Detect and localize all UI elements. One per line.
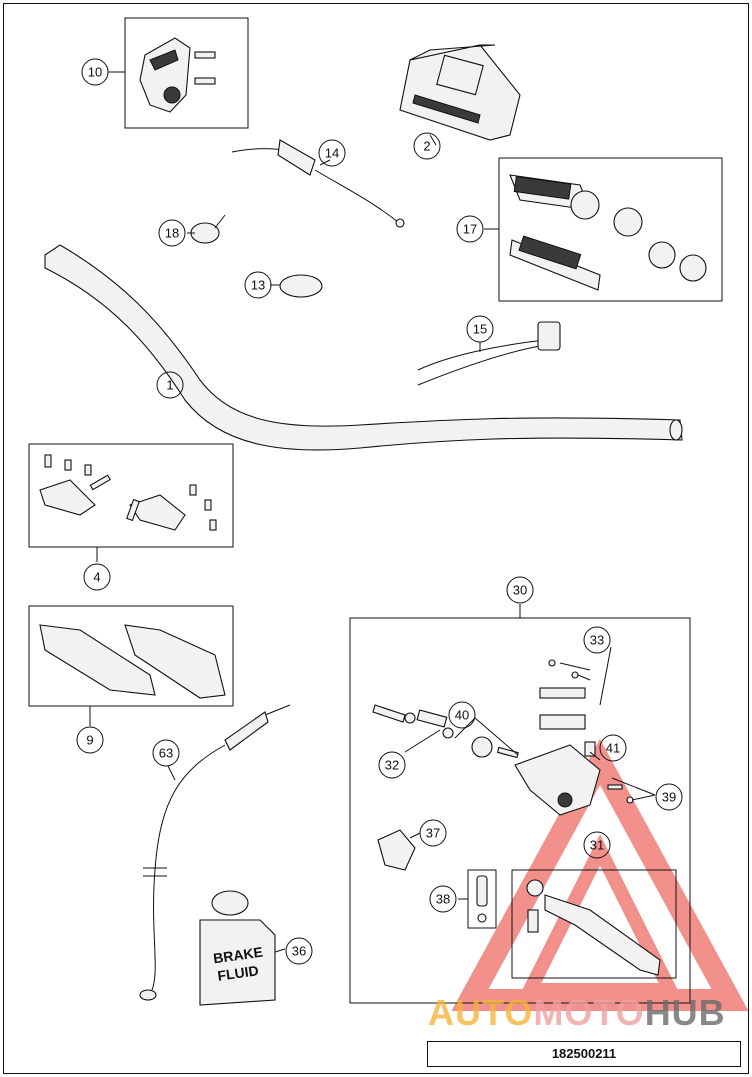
master-cylinder-group-part: [372, 659, 634, 816]
callout-31-number: 31: [590, 838, 604, 853]
watermark-word-moto: MOTO: [533, 992, 644, 1033]
pin-part: [476, 875, 488, 923]
callout-38: 38: [429, 885, 457, 913]
cable-tie-part: [190, 214, 226, 244]
callout-14-number: 14: [325, 146, 339, 161]
callout-14: 14: [318, 139, 346, 167]
callout-32: 32: [378, 751, 406, 779]
callout-30: 30: [506, 576, 534, 604]
clamp-set-part: [39, 454, 217, 531]
callout-4: 4: [83, 563, 111, 591]
callout-1: 1: [156, 371, 184, 399]
callout-17: 17: [456, 215, 484, 243]
callout-40-number: 40: [455, 708, 469, 723]
callout-15: 15: [466, 315, 494, 343]
callout-40: 40: [448, 701, 476, 729]
handguard-pair-part: [39, 624, 226, 699]
callout-10-number: 10: [88, 65, 102, 80]
callout-2-number: 2: [423, 139, 430, 154]
callout-30-number: 30: [513, 583, 527, 598]
watermark-logo: [451, 739, 749, 1011]
group-box-31: [511, 869, 677, 979]
callout-13-number: 13: [251, 278, 265, 293]
group-box-4: [28, 443, 234, 548]
callout-33: 33: [583, 626, 611, 654]
callout-10: 10: [81, 58, 109, 86]
callout-1-number: 1: [166, 378, 173, 393]
throttle-cable-part: [231, 139, 405, 228]
bottle-label-fluid: FLUID: [216, 962, 259, 984]
kill-switch-part: [417, 321, 561, 386]
callout-4-number: 4: [93, 570, 100, 585]
callout-32-number: 32: [385, 758, 399, 773]
brake-line-part: [139, 704, 291, 1001]
callout-41-number: 41: [606, 741, 620, 756]
callout-63-number: 63: [159, 746, 173, 761]
watermark-wordmark: AUTOMOTOHUB: [428, 992, 726, 1033]
watermark-word-hub: HUB: [645, 992, 726, 1033]
callout-15-number: 15: [473, 322, 487, 337]
callout-39-number: 39: [662, 790, 676, 805]
bar-pad-part: [399, 44, 521, 141]
callout-2: 2: [413, 132, 441, 160]
callout-63: 63: [152, 739, 180, 767]
callout-31: 31: [583, 831, 611, 859]
callout-33-number: 33: [590, 633, 604, 648]
callout-17-number: 17: [463, 222, 477, 237]
callout-36-number: 36: [292, 944, 306, 959]
bottle-label-brake: BRAKE: [212, 944, 264, 967]
brake-lever-part: [526, 879, 661, 976]
callout-9: 9: [76, 726, 104, 754]
callout-18: 18: [158, 219, 186, 247]
callout-36: 36: [285, 937, 313, 965]
handlebar-part: [44, 244, 683, 451]
callout-18-number: 18: [165, 226, 179, 241]
brake-fluid-bottle-part: BRAKE FLUID: [199, 890, 276, 1006]
svg-text:AUTOMOTOHUB: AUTOMOTOHUB: [428, 992, 726, 1033]
throttle-housing-part: [139, 37, 216, 113]
o-ring-part: [279, 274, 323, 298]
callout-38-number: 38: [436, 892, 450, 907]
callout-41: 41: [599, 734, 627, 762]
watermark-word-auto: AUTO: [428, 992, 533, 1033]
document-id-box: 182500211: [427, 1041, 741, 1067]
grip-set-part: [509, 174, 707, 291]
callout-9-number: 9: [86, 733, 93, 748]
lever-cover-part: [377, 829, 416, 871]
callout-39: 39: [655, 783, 683, 811]
group-box-9: [28, 605, 234, 707]
callout-markers: 1 2 4 9 10 13 14 15 17 18 30 31 32 33 36…: [76, 58, 683, 965]
callout-37: 37: [419, 819, 447, 847]
callout-37-number: 37: [426, 826, 440, 841]
group-box-10: [124, 17, 249, 129]
callout-13: 13: [244, 271, 272, 299]
